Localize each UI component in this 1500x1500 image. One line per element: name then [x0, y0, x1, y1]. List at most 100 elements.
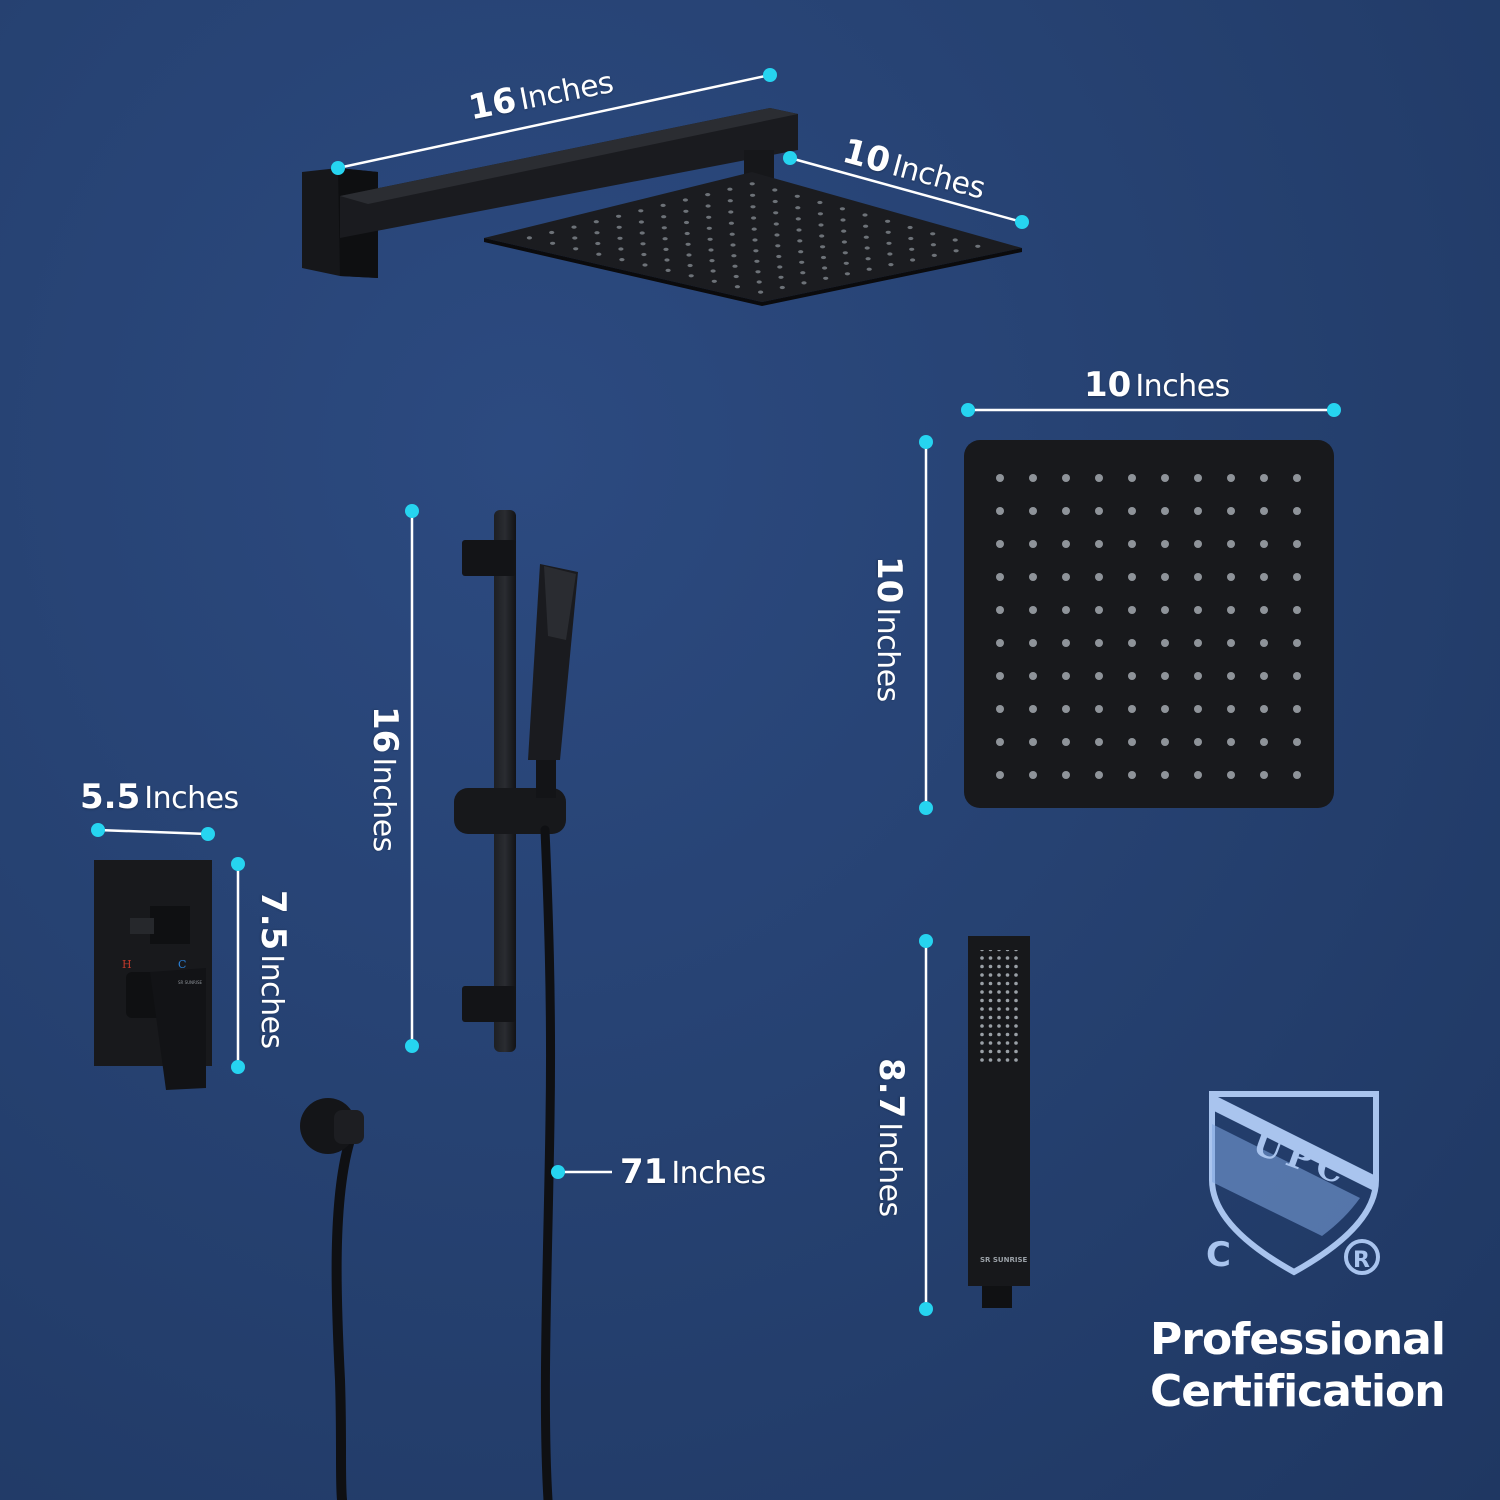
valve-cold-label: C — [178, 958, 186, 971]
nozzle-hole — [798, 250, 804, 254]
nozzle-hole — [773, 222, 779, 226]
nozzle-hole — [593, 220, 599, 224]
nozzle-hole — [817, 200, 823, 205]
nozzle-hole — [638, 209, 644, 213]
nozzle-hole — [526, 236, 533, 240]
nozzle-hole — [841, 240, 848, 244]
nozzle-hole — [818, 223, 824, 227]
nozzle-hole — [953, 249, 959, 253]
nozzle-hole — [795, 217, 801, 221]
handheld-value: 8.7 — [871, 1058, 911, 1119]
nozzle-hole — [888, 263, 894, 267]
slide-bar — [454, 510, 578, 1052]
nozzle-hole — [839, 207, 846, 211]
nozzle-hole — [687, 263, 693, 268]
shower-arm — [302, 108, 798, 278]
nozzle-hole — [864, 246, 870, 250]
nozzle-hole — [594, 231, 600, 235]
nozzle-hole — [727, 187, 733, 191]
nozzle-hole — [843, 261, 849, 265]
nozzle-hole — [840, 218, 846, 222]
dimension-lines — [97, 73, 1334, 1309]
nozzle-hole — [619, 258, 625, 262]
nozzle-hole — [731, 254, 737, 258]
nozzle-hole — [596, 252, 602, 256]
nozzle-hole — [823, 276, 829, 280]
nozzle-hole — [885, 219, 891, 223]
nozzle-hole — [708, 248, 714, 252]
nozzle-hole — [800, 271, 806, 275]
handheld-unit: Inches — [872, 1122, 907, 1217]
cert-line-2: Certification — [1150, 1366, 1446, 1417]
hose-value: 71 — [620, 1152, 668, 1192]
nozzle-hole — [686, 253, 692, 257]
nozzle-hole — [930, 243, 937, 247]
nozzle-hole — [865, 257, 871, 261]
nozzle-hole — [930, 232, 936, 236]
dim-line-valve-width — [97, 828, 209, 836]
slide-bar-unit: Inches — [366, 757, 401, 852]
nozzle-hole — [685, 242, 691, 246]
nozzle-hole — [794, 194, 800, 198]
nozzle-hole — [662, 237, 668, 241]
nozzle-hole — [732, 264, 738, 268]
nozzle-hole — [706, 226, 712, 230]
nozzle-hole — [616, 214, 622, 218]
nozzle-hole — [711, 279, 717, 283]
nozzle-hole — [775, 244, 781, 248]
upc-certification-badge: UPC C R — [1206, 1091, 1380, 1276]
nozzle-hole — [773, 211, 779, 215]
nozzle-hole — [684, 231, 690, 236]
nozzle-hole — [756, 280, 762, 284]
shower-hose — [331, 825, 556, 1500]
nozzle-hole — [751, 216, 757, 220]
label-slide-bar: 16Inches — [365, 706, 405, 852]
nozzle-hole — [909, 247, 915, 251]
nozzle-hole — [863, 235, 869, 239]
nozzle-hole — [778, 275, 784, 279]
head-width-value: 10 — [1084, 365, 1132, 405]
wall-outlet — [300, 1098, 364, 1154]
label-handheld: 8.7Inches — [871, 1058, 911, 1217]
nozzle-hole — [638, 220, 645, 224]
nozzle-hole — [749, 182, 755, 186]
nozzle-hole — [772, 188, 778, 192]
nozzle-hole — [664, 258, 670, 262]
nozzle-hole — [663, 247, 669, 251]
nozzle-hole — [844, 272, 851, 276]
nozzle-hole — [752, 238, 758, 242]
nozzle-hole — [682, 198, 689, 202]
nozzle-hole — [710, 269, 716, 273]
head-height-value: 10 — [869, 556, 909, 604]
nozzle-hole — [799, 260, 805, 264]
nozzle-hole — [866, 267, 872, 271]
valve-trim: H C SR SUNRISE — [94, 860, 212, 1090]
nozzle-hole — [750, 193, 756, 197]
nozzle-hole — [819, 234, 825, 238]
valve-height-value: 7.5 — [253, 890, 293, 951]
nozzle-hole — [774, 233, 780, 237]
nozzle-hole — [688, 274, 694, 278]
nozzle-hole — [795, 206, 801, 210]
nozzle-hole — [571, 225, 577, 229]
upc-registered-letter: R — [1353, 1248, 1370, 1273]
nozzle-hole — [754, 259, 760, 263]
nozzle-hole — [729, 232, 735, 236]
hose-unit: Inches — [671, 1156, 766, 1191]
nozzle-hole — [776, 254, 782, 259]
nozzle-hole — [751, 227, 757, 231]
nozzle-hole — [755, 270, 761, 274]
nozzle-hole — [910, 258, 916, 262]
nozzle-hole — [797, 239, 803, 243]
nozzle-hole — [758, 290, 764, 294]
nozzle-hole — [661, 215, 667, 219]
nozzle-hole — [665, 268, 671, 272]
rain-shower-head-front — [964, 440, 1334, 808]
nozzle-hole — [683, 209, 689, 213]
nozzle-hole — [796, 228, 802, 232]
nozzle-hole — [618, 247, 624, 251]
nozzle-hole — [908, 236, 914, 241]
nozzle-hole — [728, 210, 734, 214]
